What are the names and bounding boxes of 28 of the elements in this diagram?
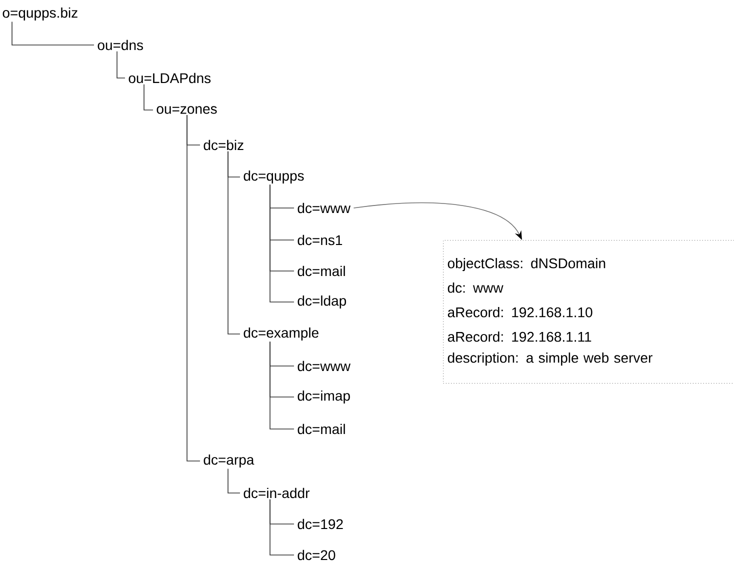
tree-line bbox=[270, 341, 294, 430]
tree-entry: dc=in-addr bbox=[244, 488, 310, 498]
tree-entry: dc=mail bbox=[298, 424, 345, 434]
tree-line bbox=[144, 84, 154, 110]
tree-line bbox=[228, 468, 240, 494]
tree-entry: ou=LDAPdns bbox=[128, 72, 211, 84]
tree-line bbox=[116, 50, 126, 78]
tree-entry: ou=dns bbox=[98, 40, 143, 50]
tree-entry: dc=mail bbox=[298, 266, 345, 276]
tree-entry: o=qupps.biz bbox=[2, 7, 78, 21]
tree-line bbox=[228, 150, 240, 334]
tree-entry: dc=ns1 bbox=[298, 234, 342, 246]
tree-entry: dc=qupps bbox=[244, 170, 304, 184]
tree-entry: dc=www bbox=[298, 360, 351, 372]
tree-entry: dc=www bbox=[298, 202, 351, 214]
tree-entry: dc=arpa bbox=[204, 454, 254, 468]
tree-entry: dc=ldap bbox=[298, 295, 346, 309]
tree-entry: dc=example bbox=[244, 327, 318, 341]
attribute-box: objectClass: dNSDomain dc: www aRecord: 192.168.1.10 aRecord: 192.168.1.11 description: a simple web server bbox=[443, 240, 734, 384]
tree-entry: ou=zones bbox=[156, 106, 217, 114]
tree-line bbox=[186, 114, 200, 462]
tree-line bbox=[270, 498, 294, 556]
tree-entry: dc=20 bbox=[298, 550, 336, 560]
tree-line bbox=[12, 21, 94, 46]
tree-entry: dc=192 bbox=[298, 518, 343, 530]
tree-line bbox=[270, 184, 294, 302]
tree-entry: dc=imap bbox=[298, 390, 350, 404]
tree-entry: dc=biz bbox=[204, 140, 244, 150]
